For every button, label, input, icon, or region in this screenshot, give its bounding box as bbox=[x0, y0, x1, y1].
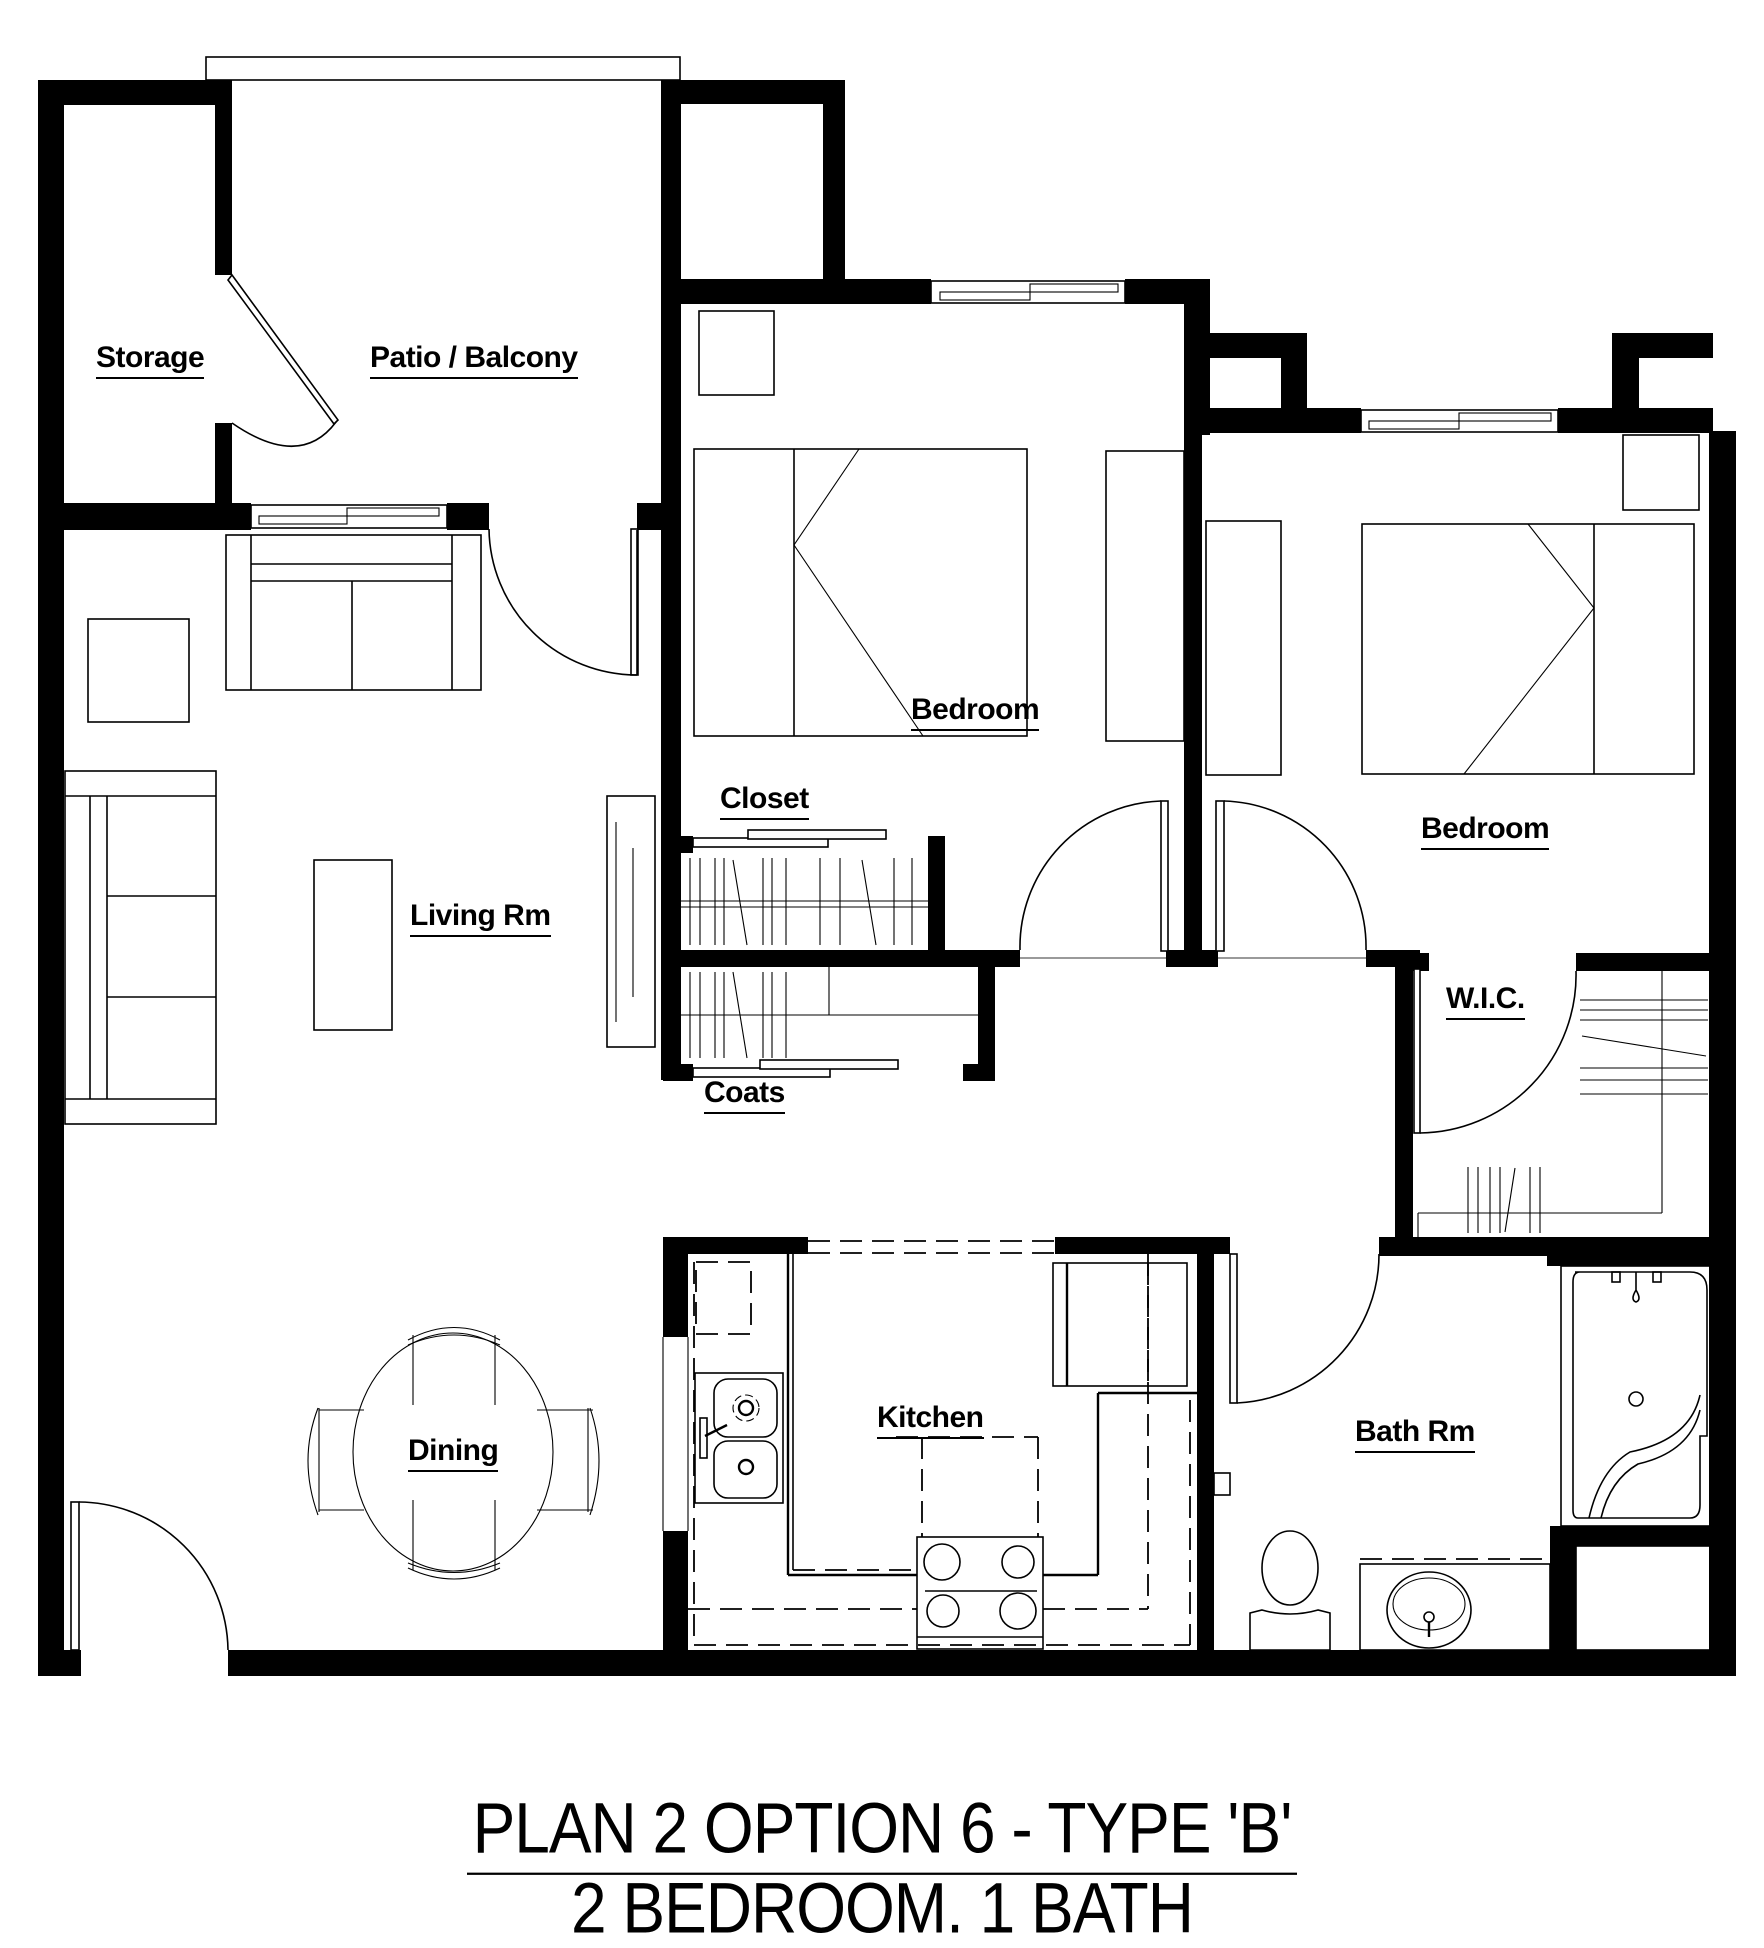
toilet-icon bbox=[1249, 1530, 1331, 1651]
room-label-bedroom-2: Bedroom bbox=[1421, 814, 1550, 850]
bathtub-icon bbox=[1560, 1265, 1713, 1527]
dresser-icon bbox=[1205, 520, 1282, 776]
plan-title-text: PLAN 2 OPTION 6 - TYPE 'B' bbox=[466, 1792, 1298, 1875]
plan-subtitle: 2 BEDROOM. 1 BATH bbox=[571, 1867, 1194, 1948]
room-label-wic: W.I.C. bbox=[1446, 984, 1525, 1020]
window-icon bbox=[205, 56, 1559, 529]
nightstand-icon bbox=[1622, 434, 1700, 511]
end-table-icon bbox=[87, 618, 190, 723]
sink-icon bbox=[694, 1372, 784, 1504]
dishwasher-icon bbox=[695, 1261, 752, 1335]
dresser-icon bbox=[1105, 450, 1185, 742]
room-label-bedroom-1: Bedroom bbox=[911, 695, 1040, 731]
linen-closet bbox=[1575, 1545, 1713, 1651]
stove-icon bbox=[916, 1536, 1044, 1650]
room-label-patio-balcony: Patio / Balcony bbox=[370, 343, 578, 379]
refrigerator-icon bbox=[1052, 1262, 1188, 1387]
room-label-living-room: Living Rm bbox=[410, 901, 551, 937]
closet-rod-icon bbox=[681, 858, 1708, 1237]
vanity-sink-icon bbox=[1359, 1558, 1551, 1651]
room-label-coats: Coats bbox=[704, 1078, 785, 1114]
toilet-paper-holder-icon bbox=[1213, 1472, 1231, 1496]
room-label-dining: Dining bbox=[408, 1436, 499, 1472]
bed-icon bbox=[693, 448, 1028, 737]
nightstand-icon bbox=[698, 310, 775, 396]
coffee-table-icon bbox=[313, 859, 393, 1031]
room-label-kitchen: Kitchen bbox=[877, 1403, 984, 1439]
room-label-storage: Storage bbox=[96, 343, 205, 379]
room-label-bath: Bath Rm bbox=[1355, 1417, 1475, 1453]
room-label-closet: Closet bbox=[720, 784, 809, 820]
tv-console-icon bbox=[606, 795, 656, 1048]
walls bbox=[38, 80, 1736, 1676]
kitchen-counters bbox=[688, 1240, 1197, 1646]
bed-icon bbox=[1361, 523, 1695, 775]
door-swing-icon bbox=[70, 273, 1577, 1651]
dining-table-icon bbox=[307, 1327, 600, 1580]
plan-title: PLAN 2 OPTION 6 - TYPE 'B' bbox=[0, 1792, 1764, 1875]
sofa-icon bbox=[64, 534, 482, 1125]
